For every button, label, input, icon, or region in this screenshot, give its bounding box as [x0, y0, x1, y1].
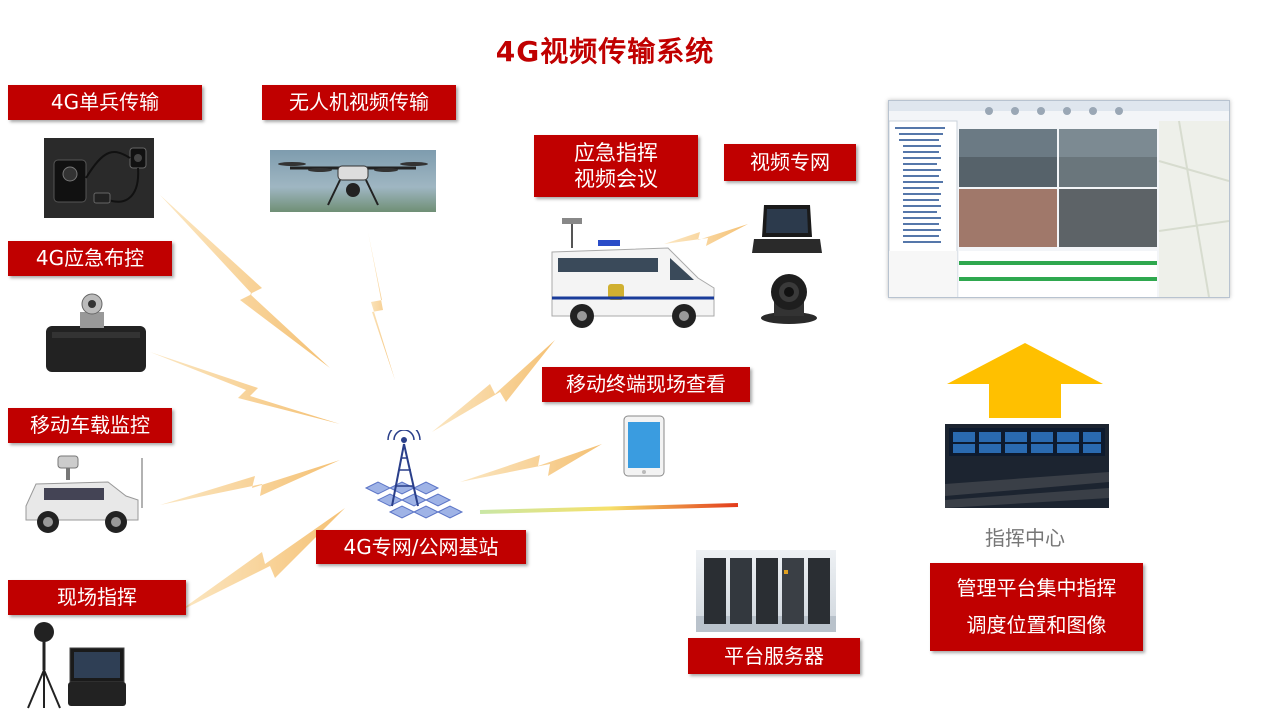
bolt-van [432, 340, 555, 432]
laptop-icon [750, 203, 824, 258]
label-mobile-terminal: 移动终端现场查看 [542, 367, 750, 402]
bolt-soldier [160, 195, 330, 368]
label-drone-transmission: 无人机视频传输 [262, 85, 456, 120]
page-title: 4G视频传输系统 [495, 35, 715, 68]
platform-screenshot [888, 100, 1230, 298]
label-command-center: 指挥中心 [985, 526, 1065, 550]
server-rack-icon [696, 550, 836, 632]
label-video-conference-line2: 视频会议 [574, 167, 658, 191]
label-platform-server: 平台服务器 [688, 638, 860, 674]
drone-icon [270, 150, 436, 212]
ptz-camera-case-icon [44, 292, 148, 376]
bolt-drone [368, 232, 395, 380]
label-emergency-control: 4G应急布控 [8, 241, 172, 276]
bolt-field [178, 508, 345, 612]
label-video-conference-line1: 应急指挥 [574, 140, 658, 165]
label-field-command: 现场指挥 [8, 580, 186, 615]
bolt-vehicle [160, 460, 340, 505]
control-room-icon [945, 424, 1109, 508]
body-camera-icon [44, 138, 154, 218]
link-station-server [479, 503, 739, 514]
label-management-platform: 管理平台集中指挥 调度位置和图像 [930, 563, 1143, 651]
label-base-station: 4G专网/公网基站 [316, 530, 526, 564]
label-vehicle-monitoring: 移动车载监控 [8, 408, 172, 443]
label-management-line2: 调度位置和图像 [966, 613, 1107, 637]
bolt-control [150, 352, 340, 424]
label-private-network: 视频专网 [724, 144, 856, 181]
command-van-icon [548, 218, 718, 330]
cell-tower-icon [356, 430, 466, 526]
conference-camera-icon [754, 270, 824, 326]
tripod-camera-case-icon [22, 620, 128, 710]
up-arrow-icon [947, 343, 1103, 418]
tablet-icon [623, 415, 665, 477]
label-management-line1: 管理平台集中指挥 [956, 576, 1117, 600]
bolt-laptop [664, 224, 748, 246]
label-soldier-transmission: 4G单兵传输 [8, 85, 202, 120]
suv-camera-icon [18, 448, 146, 540]
bolt-tablet [460, 444, 602, 482]
label-video-conference: 应急指挥 视频会议 [534, 135, 698, 197]
